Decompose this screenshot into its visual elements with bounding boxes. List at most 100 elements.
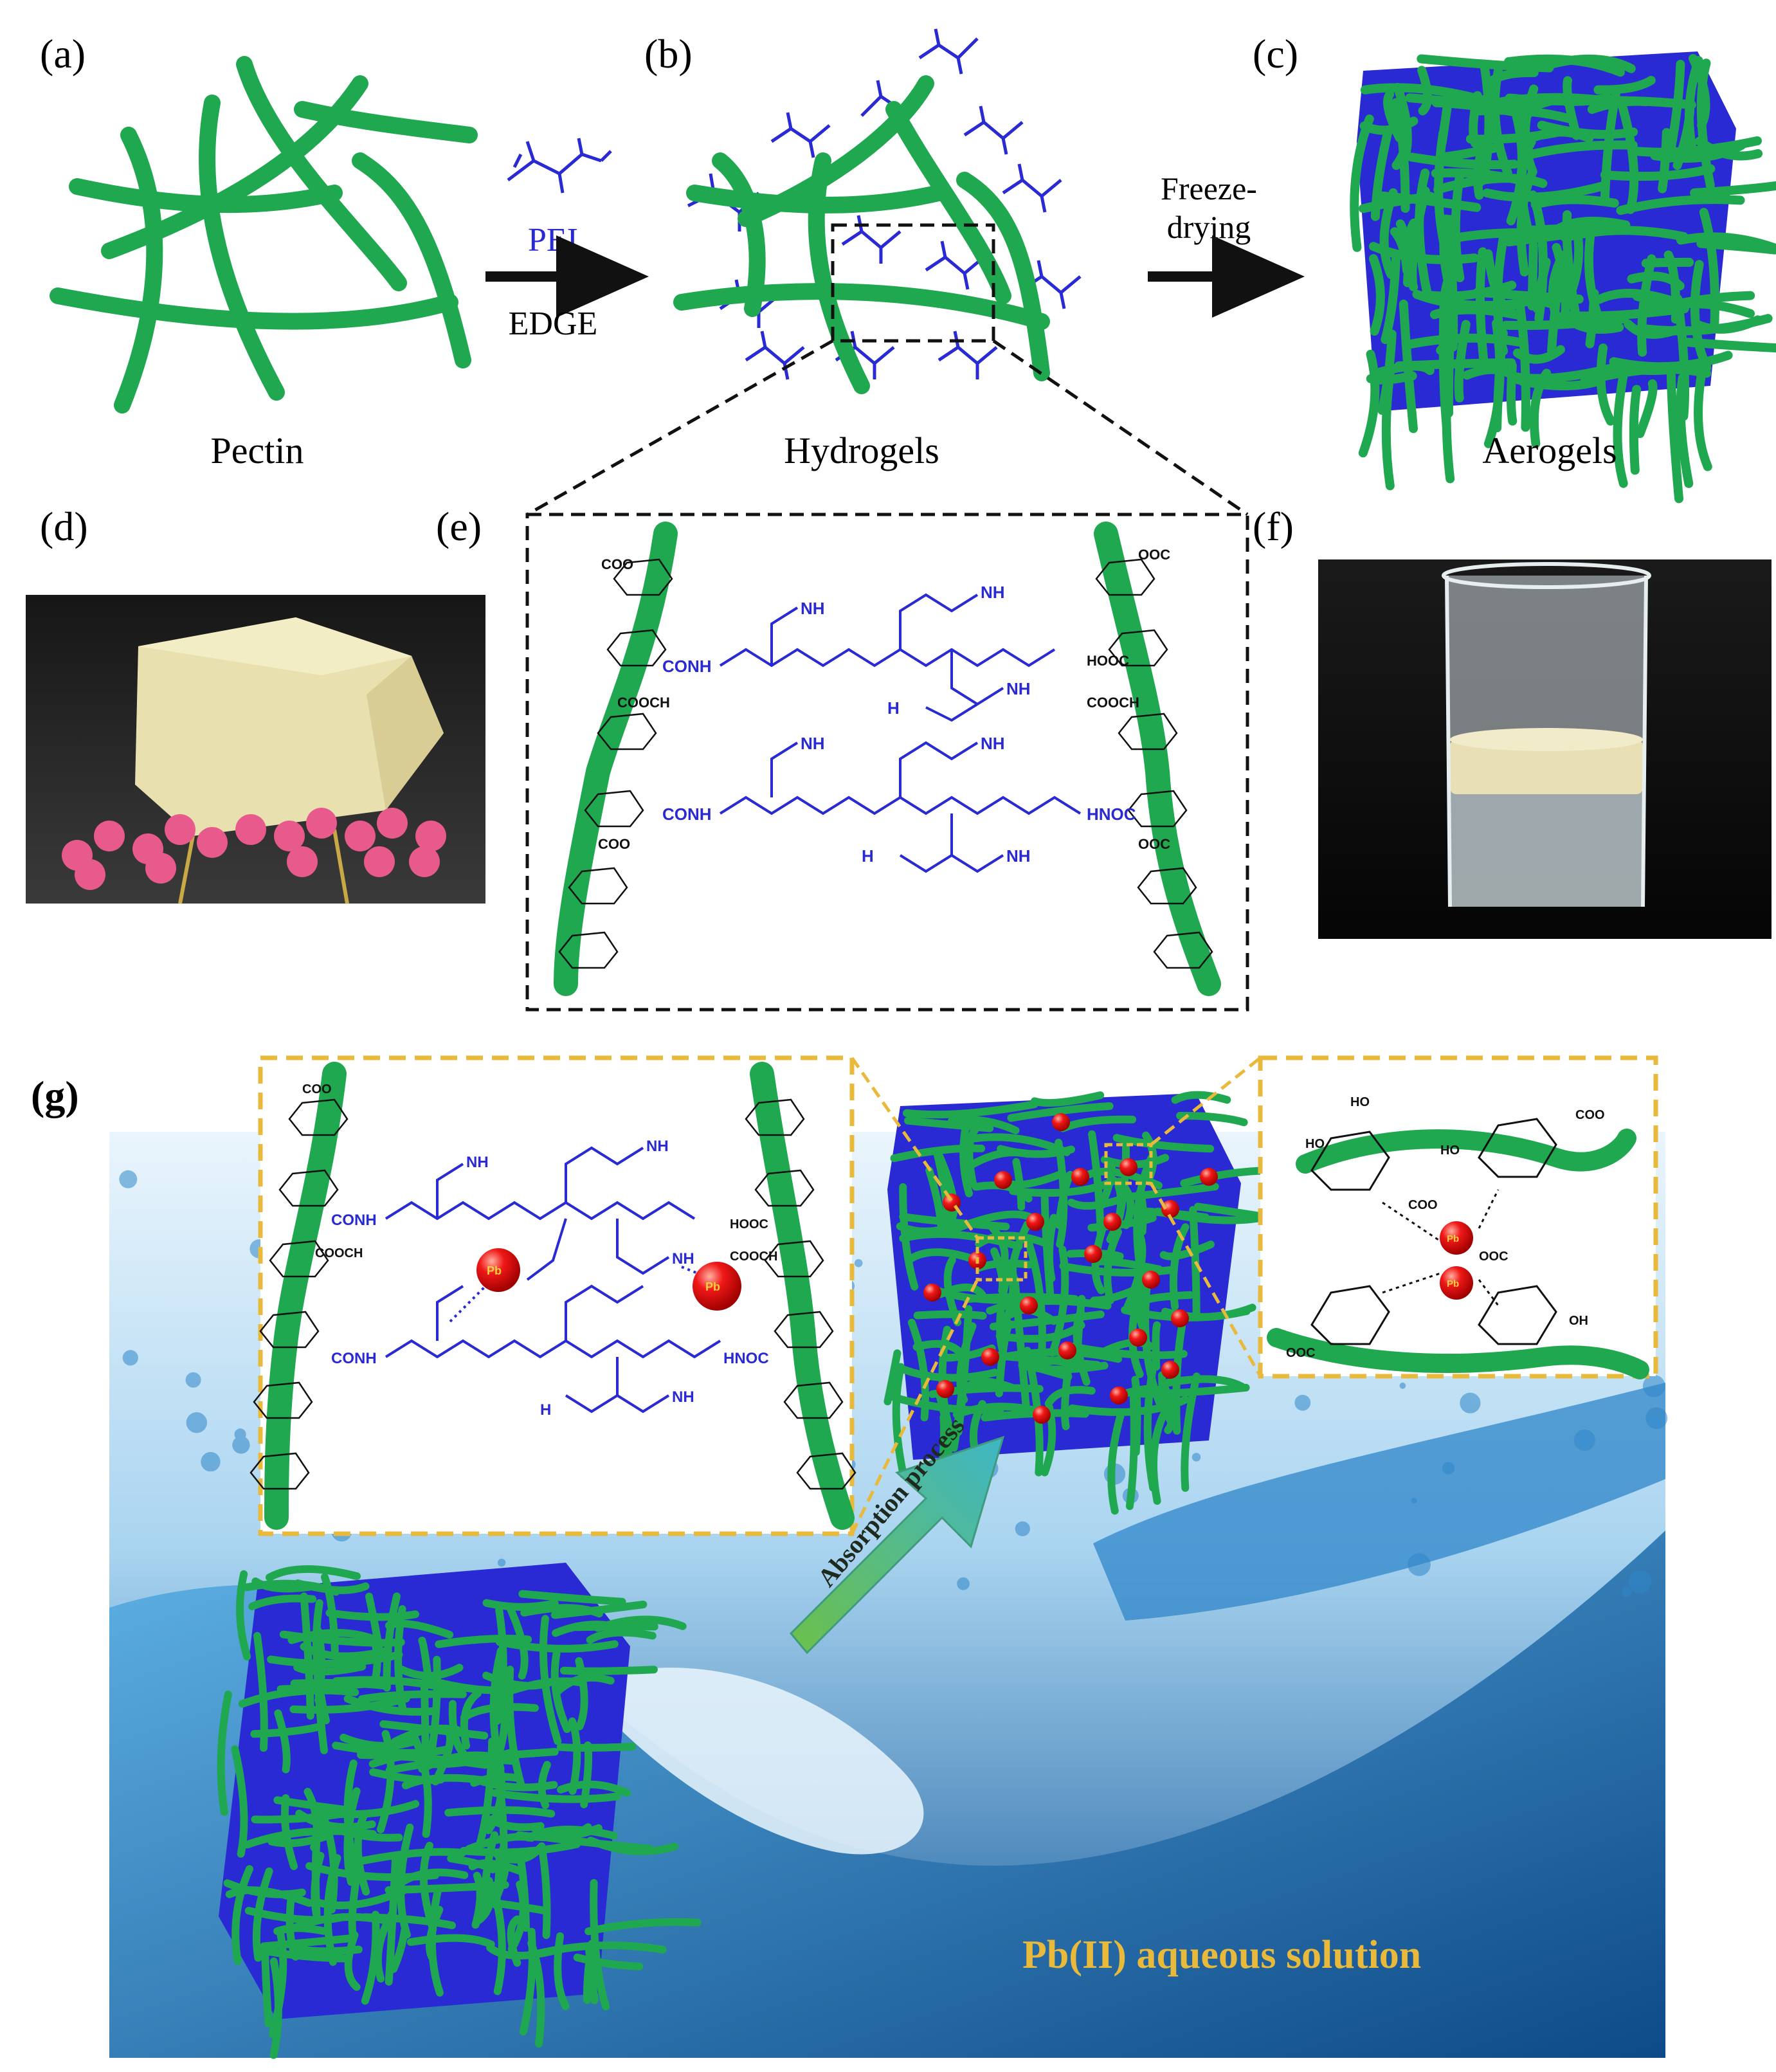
aerogel-strand bbox=[586, 1837, 679, 1855]
aerogel-strand bbox=[1658, 128, 1671, 194]
water-droplet bbox=[1294, 1394, 1311, 1411]
aerogel-strand bbox=[262, 1947, 351, 1963]
aerogel-strand bbox=[1059, 1262, 1174, 1277]
sugar-ring bbox=[568, 867, 628, 905]
aerogel-strand bbox=[398, 1664, 464, 1680]
pb-dot bbox=[1161, 1200, 1179, 1218]
aerogel-strand bbox=[990, 1247, 1007, 1295]
aerogel-strand bbox=[1381, 250, 1401, 344]
water-droplet bbox=[1408, 1553, 1431, 1576]
aerogel-strand bbox=[1131, 1376, 1141, 1457]
aerogel-strand bbox=[890, 1393, 1004, 1415]
aerogel-strand bbox=[1073, 1295, 1086, 1373]
zoom-line-left bbox=[526, 339, 834, 516]
aerogel-strand bbox=[1596, 343, 1615, 426]
aerogel-strand bbox=[231, 1745, 248, 1858]
pb-dot bbox=[981, 1348, 999, 1366]
label-h2n-1: H bbox=[887, 698, 900, 718]
aerogel-strand bbox=[507, 1915, 521, 1967]
flower bbox=[415, 821, 446, 851]
aerogel-strand bbox=[568, 1717, 581, 1795]
aerogel-strand bbox=[1551, 216, 1631, 235]
aerogel-strand bbox=[1699, 208, 1719, 332]
aerogel-strand bbox=[1537, 120, 1638, 139]
aerogel-strand bbox=[1391, 116, 1411, 170]
aerogel-strand bbox=[1383, 90, 1404, 143]
pb-dot bbox=[1033, 1406, 1051, 1424]
aerogel-strand bbox=[1548, 257, 1564, 329]
aerogel-strand bbox=[250, 1722, 325, 1738]
aerogel-strand bbox=[1501, 314, 1629, 331]
aerogel-strand bbox=[280, 1794, 298, 1870]
aerogel-strand bbox=[236, 1570, 251, 1660]
aerogel-strand bbox=[1613, 362, 1630, 488]
aerogel-strand bbox=[311, 1839, 321, 1923]
aerogel-strand bbox=[1629, 385, 1642, 475]
water-droplet bbox=[1460, 1392, 1481, 1413]
aerogel-strand bbox=[584, 1918, 702, 1936]
pb-dot bbox=[923, 1284, 941, 1302]
aerogel-strand bbox=[493, 1899, 548, 1914]
panel-label-a: (a) bbox=[40, 31, 86, 77]
aerogel-strand bbox=[1593, 75, 1656, 95]
aerogel-strand bbox=[1090, 1284, 1144, 1305]
aerogel-strand bbox=[1690, 260, 1712, 372]
aerogel-strand bbox=[1632, 364, 1680, 376]
aerogel-strand bbox=[479, 1831, 499, 1915]
aerogel-strand bbox=[1559, 311, 1624, 334]
flower bbox=[165, 814, 195, 845]
aerogel-strand bbox=[1094, 1257, 1163, 1273]
water-droplet bbox=[854, 1259, 863, 1268]
flower bbox=[409, 846, 440, 877]
sugar-ring bbox=[597, 713, 657, 750]
pb-dot bbox=[1200, 1168, 1218, 1186]
zoom-line-g1 bbox=[850, 1057, 979, 1239]
flower bbox=[287, 846, 318, 877]
crosslink-structure: CONH CONH HNOC NH NH NH H NH NH NH H COO… bbox=[525, 513, 1249, 1012]
aerogel-strand bbox=[1181, 1372, 1201, 1492]
aerogel-strand bbox=[507, 1677, 586, 1695]
label-nh2-4: NH bbox=[801, 734, 825, 753]
aerogel-strand bbox=[1595, 289, 1674, 305]
pb-label-1: Pb bbox=[487, 1264, 502, 1277]
panel-label-f: (f) bbox=[1253, 504, 1294, 549]
flower bbox=[145, 853, 176, 884]
aerogel-strand bbox=[1171, 1091, 1231, 1104]
zoom-line-g2 bbox=[850, 1278, 979, 1535]
aerogel-strand bbox=[975, 1231, 1049, 1248]
aerogel-strand bbox=[344, 1931, 361, 1991]
aerogel-strand bbox=[1479, 59, 1494, 185]
sugar-ring bbox=[796, 1452, 856, 1490]
water-droplet bbox=[1192, 1453, 1201, 1462]
aerogel-strand bbox=[1600, 164, 1716, 181]
aerogel-strand bbox=[1055, 1138, 1068, 1248]
aerogel-strand bbox=[354, 1812, 370, 1896]
inset-label-coo-r: COO bbox=[1575, 1108, 1605, 1122]
aerogel-strand bbox=[1103, 1228, 1122, 1305]
aerogel-strand bbox=[1158, 1371, 1176, 1428]
aerogel-strand bbox=[1399, 299, 1418, 433]
sugar-ring bbox=[259, 1311, 320, 1349]
aerogel-strand bbox=[361, 1911, 380, 2005]
aerogel-strand bbox=[260, 1934, 353, 1950]
inset-frame-right bbox=[1258, 1055, 1658, 1379]
aerogel-strand bbox=[1584, 226, 1607, 332]
aerogel-strand bbox=[556, 1743, 637, 1752]
sugar-ring bbox=[754, 1169, 815, 1207]
label-ooc-e1: OOC bbox=[1138, 547, 1170, 563]
inset-label-ooc-r: OOC bbox=[1479, 1250, 1509, 1264]
aerogel-strand bbox=[482, 1599, 559, 1611]
aerogel-strand bbox=[586, 1628, 657, 1644]
flower bbox=[274, 821, 305, 851]
step-drying: drying bbox=[1167, 209, 1251, 245]
water-droplet bbox=[122, 1350, 138, 1366]
aerogel-strand bbox=[1560, 226, 1689, 242]
aerogel-strand bbox=[1664, 60, 1685, 163]
aerogel-strand bbox=[559, 1666, 658, 1675]
aerogel-strand bbox=[390, 1926, 409, 1973]
aerogel-strand bbox=[1638, 314, 1773, 336]
aerogel-strand bbox=[1616, 195, 1745, 215]
aerogel-strand bbox=[1425, 280, 1517, 301]
aerogel-strand bbox=[1666, 370, 1683, 504]
